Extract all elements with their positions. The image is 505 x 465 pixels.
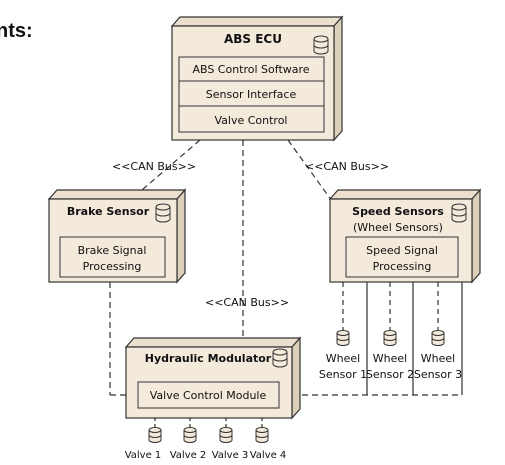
node-speed-sensors[interactable]: Speed Sensors (Wheel Sensors) Speed Sign… bbox=[328, 188, 482, 284]
valve-3[interactable]: Valve 3 bbox=[212, 427, 249, 462]
node-brake-sensor[interactable]: Brake Sensor Brake Signal Processing bbox=[47, 188, 187, 284]
speed-sensors-title: Speed Sensors bbox=[352, 205, 444, 218]
database-icon bbox=[219, 427, 233, 443]
can-bus-line-speed bbox=[287, 139, 338, 209]
can-bus-label-left: <<CAN Bus>> bbox=[112, 160, 196, 173]
wheel-sensor-label-line1: Wheel bbox=[373, 352, 407, 365]
speed-component-line2: Processing bbox=[373, 260, 432, 273]
wheel-sensor-label-line2: Sensor 1 bbox=[319, 368, 367, 381]
can-bus-line-brake bbox=[134, 139, 201, 197]
node-hydraulic-modulator[interactable]: Hydraulic Modulator Valve Control Module bbox=[124, 336, 302, 420]
component-abs-control-software-box[interactable] bbox=[178, 56, 325, 82]
database-icon bbox=[431, 330, 445, 346]
database-icon bbox=[183, 427, 197, 443]
wheel-sensor-label-line1: Wheel bbox=[421, 352, 455, 365]
database-icon bbox=[313, 35, 329, 55]
can-bus-label-right: <<CAN Bus>> bbox=[305, 160, 389, 173]
connector-lines bbox=[109, 139, 463, 428]
wheel-sensor-label-line1: Wheel bbox=[326, 352, 360, 365]
component-abs-control-software: ABS Control Software bbox=[192, 63, 309, 76]
component-valve-control-module: Valve Control Module bbox=[150, 389, 267, 402]
wheel-sensor-2[interactable]: Wheel Sensor 2 bbox=[366, 330, 414, 382]
component-sensor-interface-box[interactable] bbox=[178, 80, 325, 107]
valve-label: Valve 4 bbox=[250, 450, 287, 461]
speed-sensors-subtitle: (Wheel Sensors) bbox=[353, 221, 443, 234]
component-valve-control-box[interactable] bbox=[178, 105, 325, 133]
brake-sensor-title: Brake Sensor bbox=[67, 205, 150, 218]
speed-component-line1: Speed Signal bbox=[366, 244, 438, 257]
can-bus-label-center: <<CAN Bus>> bbox=[205, 296, 289, 309]
valve-label: Valve 1 bbox=[125, 450, 162, 461]
valve-2[interactable]: Valve 2 bbox=[170, 427, 207, 462]
database-icon bbox=[272, 348, 288, 368]
valve-label: Valve 2 bbox=[170, 450, 207, 461]
database-icon bbox=[255, 427, 269, 443]
brake-component-line2: Processing bbox=[83, 260, 142, 273]
node-abs-ecu[interactable]: ABS ECU ABS Control Software Sensor Inte… bbox=[170, 15, 344, 142]
component-speed-signal-processing-box[interactable] bbox=[345, 236, 459, 278]
database-icon bbox=[155, 203, 171, 223]
component-valve-control: Valve Control bbox=[214, 114, 287, 127]
abs-ecu-title: ABS ECU bbox=[224, 32, 282, 46]
database-icon bbox=[451, 203, 467, 223]
component-brake-signal-processing-box[interactable] bbox=[59, 236, 166, 278]
database-icon bbox=[383, 330, 397, 346]
wheel-sensor-label-line2: Sensor 3 bbox=[414, 368, 462, 381]
database-icon bbox=[336, 330, 350, 346]
brake-component-line1: Brake Signal bbox=[78, 244, 147, 257]
hydraulic-modulator-title: Hydraulic Modulator bbox=[145, 352, 272, 365]
wheel-sensor-3[interactable]: Wheel Sensor 3 bbox=[414, 330, 462, 382]
database-icon bbox=[148, 427, 162, 443]
header-partial-text: nts: bbox=[0, 20, 33, 42]
valve-4[interactable]: Valve 4 bbox=[250, 427, 287, 462]
wheel-sensor-label-line2: Sensor 2 bbox=[366, 368, 414, 381]
valve-label: Valve 3 bbox=[212, 450, 249, 461]
valve-1[interactable]: Valve 1 bbox=[125, 427, 162, 462]
component-sensor-interface: Sensor Interface bbox=[206, 88, 297, 101]
component-valve-control-module-box[interactable] bbox=[137, 381, 280, 409]
wheel-sensor-1[interactable]: Wheel Sensor 1 bbox=[319, 330, 367, 382]
